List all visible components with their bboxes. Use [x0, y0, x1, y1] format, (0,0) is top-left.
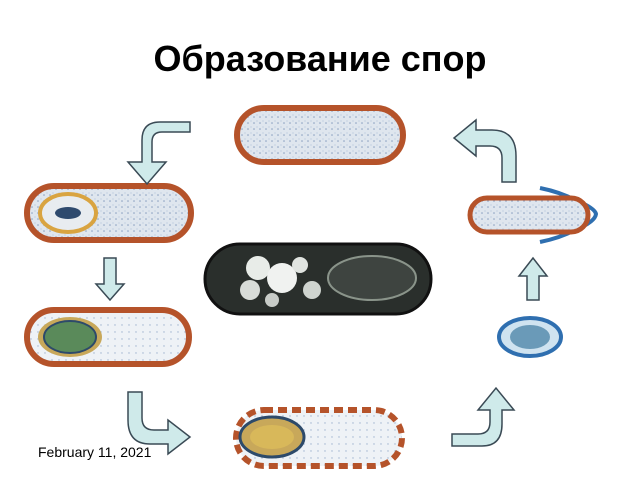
- stage-stained-micrograph: [203, 242, 433, 316]
- arrow-left-down: [94, 257, 126, 302]
- arrow-top-left-curved: [126, 121, 191, 186]
- stage-vegetative-cell: [234, 105, 406, 165]
- slide-date: February 11, 2021: [38, 444, 152, 460]
- arrow-right-up: [517, 256, 549, 301]
- slide-title: Образование спор: [153, 38, 487, 79]
- stage-germinating-spore: [467, 186, 599, 244]
- stage-forespore-septum: [24, 183, 194, 243]
- arrow-bottom-right-curved: [451, 386, 516, 447]
- arrow-bottom-left-curved: [127, 391, 192, 456]
- stage-mature-spore-in-cell: [233, 407, 405, 469]
- stage-free-spore: [497, 316, 563, 358]
- stage-forespore-engulfed: [24, 307, 192, 367]
- arrow-top-right-curved: [452, 118, 517, 183]
